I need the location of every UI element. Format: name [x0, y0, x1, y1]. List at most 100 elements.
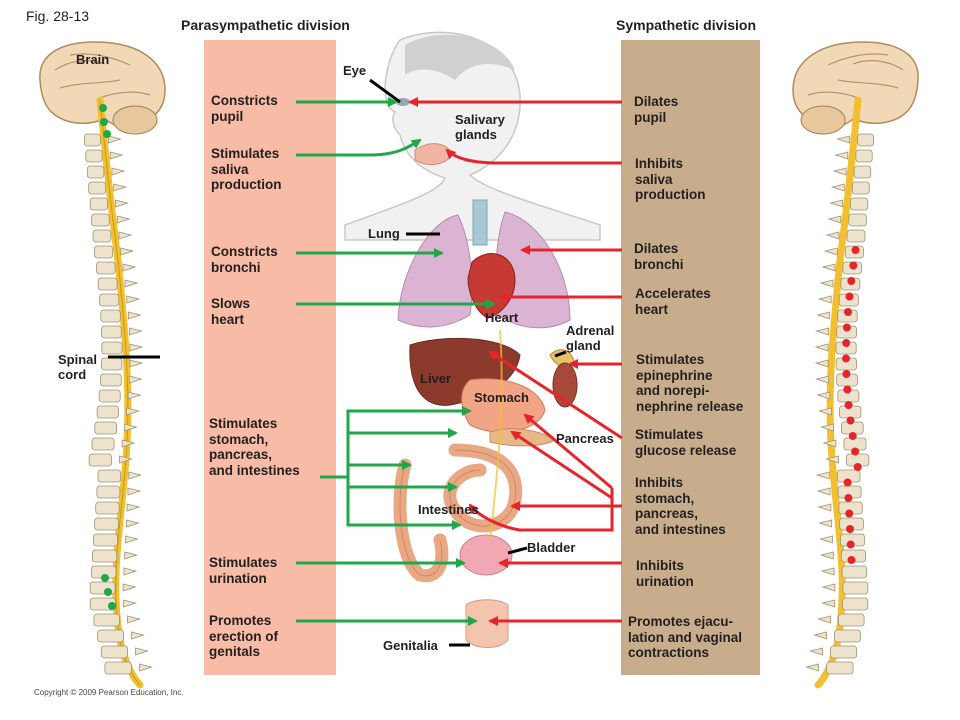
vertebra-process: [827, 215, 842, 224]
salivary-glands-label: Salivary glands: [455, 112, 505, 142]
sympathetic-ganglion-dot: [846, 540, 855, 549]
vertebra: [101, 357, 123, 371]
vertebra-process: [123, 599, 137, 608]
figure-label: Fig. 28-13: [26, 8, 90, 24]
heart-label: Heart: [485, 310, 519, 325]
parasympathetic-ganglion-dot: [100, 118, 108, 126]
vertebra: [92, 229, 112, 243]
sympathetic-ganglion-dot: [853, 463, 862, 471]
vertebra-process: [819, 279, 834, 288]
parasympathetic-ganglion-dot: [101, 574, 109, 582]
pancreas-label: Pancreas: [556, 431, 614, 446]
spinal-cord-label: Spinal cord: [58, 352, 98, 382]
vertebra: [91, 437, 115, 451]
vertebra: [96, 405, 119, 419]
sympathetic-ganglion-dot: [844, 401, 853, 409]
para-effect-heart: Slows heart: [211, 296, 251, 327]
vertebra-process: [819, 535, 833, 544]
vertebra: [95, 501, 120, 515]
para-effect-saliva: Stimulates saliva production: [211, 146, 282, 192]
vertebra-process: [139, 663, 153, 672]
vertebra-process: [819, 551, 834, 560]
sympathetic-ganglion-dot: [847, 277, 856, 285]
sympathetic-ganglion-dot: [845, 509, 854, 518]
vertebra-process: [108, 135, 122, 144]
vertebra-process: [129, 359, 144, 368]
vertebra: [97, 277, 118, 291]
vertebra-process: [116, 215, 131, 224]
symp-effect-bronchi: Dilates bronchi: [634, 241, 684, 272]
intestines-label: Intestines: [418, 502, 479, 517]
parasympathetic-arrows: [296, 97, 496, 626]
vertebra: [98, 389, 121, 403]
sympathetic-ganglion-dot: [843, 478, 852, 487]
sympathetic-arrows: [408, 97, 623, 626]
vertebra-process: [832, 167, 847, 176]
parasympathetic-header: Parasympathetic division: [181, 17, 350, 33]
vertebra-process: [121, 439, 136, 448]
vertebra: [84, 133, 101, 147]
parasympathetic-panel: [204, 40, 336, 675]
vertebra: [848, 213, 867, 227]
vertebra-process: [126, 503, 141, 512]
vertebra-process: [118, 231, 133, 240]
right-brain-spine: [792, 41, 919, 689]
arrow-para-saliva: [296, 138, 422, 157]
genitalia-label: Genitalia: [383, 638, 438, 653]
vertebra-process: [131, 631, 145, 640]
symp-effect-genitals: Promotes ejacu- lation and vaginal contr…: [628, 614, 743, 660]
vertebra-process: [119, 455, 133, 464]
sympathetic-ganglion-dot: [849, 261, 858, 270]
vertebra: [93, 613, 120, 627]
vertebra: [97, 469, 122, 483]
para-effect-genitals: Promotes erection of genitals: [209, 613, 279, 659]
vertebra-process: [814, 359, 829, 368]
vertebra: [99, 293, 120, 307]
vertebra-process: [821, 583, 836, 592]
vertebra: [841, 565, 868, 579]
para-effect-digestion: Stimulates stomach, pancreas, and intest…: [209, 416, 300, 478]
vertebra: [101, 341, 123, 355]
parasympathetic-ganglion-dot: [104, 588, 112, 596]
vertebra: [826, 661, 854, 675]
arrow-symp-glucose: [488, 350, 623, 440]
vertebra: [96, 485, 121, 499]
sympathetic-ganglion-dot: [843, 385, 852, 394]
lung-label: Lung: [368, 226, 400, 241]
parasympathetic-ganglion-dot: [99, 104, 107, 112]
sympathetic-ganglion-dot: [846, 525, 854, 533]
vertebra: [94, 245, 114, 259]
vertebra-process: [820, 423, 834, 432]
symp-effect-saliva: Inhibits saliva production: [635, 156, 706, 202]
vertebra: [94, 421, 118, 435]
vertebra-process: [124, 551, 139, 560]
vertebra: [92, 549, 118, 563]
copyright-text: Copyright © 2009 Pearson Education, Inc.: [34, 688, 184, 697]
vertebra-process: [123, 567, 138, 576]
vertebra-process: [129, 343, 144, 352]
vertebra-process: [821, 599, 835, 608]
para-effect-urination: Stimulates urination: [209, 555, 278, 586]
vertebra-process: [120, 247, 135, 256]
sympathetic-ganglion-dot: [848, 432, 857, 440]
vertebra-process: [125, 519, 140, 528]
vertebra-process: [822, 439, 837, 448]
brain-label: Brain: [76, 52, 110, 67]
vertebra: [88, 453, 112, 467]
vertebra: [842, 597, 869, 611]
symp-effect-urination: Inhibits urination: [636, 558, 694, 589]
bladder-label: Bladder: [527, 540, 576, 555]
vertebra-process: [129, 327, 143, 336]
vertebra: [94, 517, 119, 531]
vertebra: [100, 309, 121, 323]
vertebra-process: [135, 647, 149, 656]
vertebra-process: [834, 151, 849, 160]
sympathetic-ganglion-dot: [842, 339, 851, 347]
vertebra-process: [825, 455, 839, 464]
sympathetic-ganglion-dot: [851, 246, 860, 254]
vertebra-process: [813, 631, 827, 640]
vertebra: [855, 149, 873, 163]
vertebra: [86, 165, 105, 179]
vertebra: [846, 229, 866, 243]
arrow-symp-intestines: [468, 488, 614, 532]
